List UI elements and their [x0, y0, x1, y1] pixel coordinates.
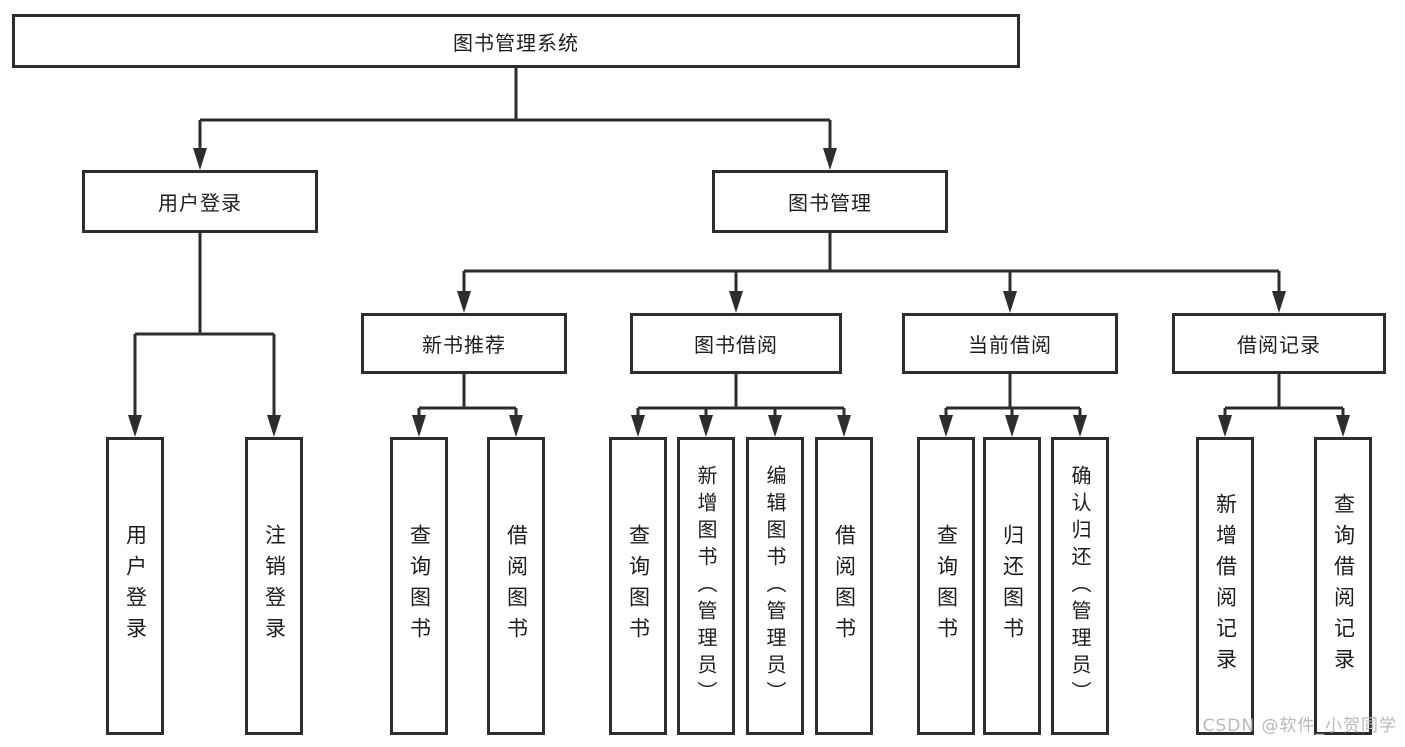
node-user-login: 用户登录: [82, 170, 318, 233]
leaf-add-borrow-record: 新增借阅记录: [1196, 437, 1254, 735]
node-book-management: 图书管理: [712, 170, 948, 233]
leaf-borrow-books-recommend-label: 借阅图书: [504, 524, 529, 648]
leaf-edit-book-admin: 编辑图书（管理员）: [746, 437, 804, 735]
leaf-query-books-borrowing-label: 查询图书: [626, 524, 651, 648]
node-current-borrowing-label: 当前借阅: [968, 333, 1052, 357]
leaf-borrow-books: 借阅图书: [815, 437, 873, 735]
leaf-user-login-label: 用户登录: [123, 524, 148, 648]
leaf-return-books-label: 归还图书: [1000, 524, 1025, 648]
leaf-confirm-return-admin: 确认归还（管理员）: [1051, 437, 1109, 735]
node-borrowing-records: 借阅记录: [1172, 313, 1386, 374]
leaf-add-borrow-record-label: 新增借阅记录: [1213, 493, 1238, 679]
leaf-return-books: 归还图书: [983, 437, 1041, 735]
leaf-borrow-books-recommend: 借阅图书: [487, 437, 545, 735]
leaf-query-borrow-record: 查询借阅记录: [1314, 437, 1372, 735]
leaf-borrow-books-label: 借阅图书: [832, 524, 857, 648]
leaf-logout: 注销登录: [245, 437, 303, 735]
leaf-query-books-recommend-label: 查询图书: [407, 524, 432, 648]
node-root: 图书管理系统: [12, 14, 1020, 68]
arrowheads: [128, 148, 1350, 437]
leaf-query-books-current: 查询图书: [917, 437, 975, 735]
node-book-borrowing: 图书借阅: [630, 313, 842, 374]
node-book-borrowing-label: 图书借阅: [694, 333, 778, 357]
leaf-add-book-admin: 新增图书（管理员）: [677, 437, 735, 735]
node-new-book-recommend: 新书推荐: [361, 313, 567, 374]
leaf-query-books-recommend: 查询图书: [390, 437, 448, 735]
leaf-query-books-current-label: 查询图书: [934, 524, 959, 648]
leaf-add-book-admin-label: 新增图书（管理员）: [694, 464, 718, 708]
leaf-logout-label: 注销登录: [262, 524, 287, 648]
tree-edges: [133, 68, 1345, 416]
node-root-label: 图书管理系统: [453, 30, 579, 55]
leaf-query-books-borrowing: 查询图书: [609, 437, 667, 735]
leaf-query-borrow-record-label: 查询借阅记录: [1331, 493, 1356, 679]
node-borrowing-records-label: 借阅记录: [1237, 333, 1321, 357]
node-book-management-label: 图书管理: [788, 191, 872, 215]
node-new-book-recommend-label: 新书推荐: [422, 333, 506, 357]
node-current-borrowing: 当前借阅: [902, 313, 1118, 374]
leaf-edit-book-admin-label: 编辑图书（管理员）: [763, 464, 787, 708]
csdn-watermark: CSDN @软件_小贺同学: [1202, 716, 1397, 736]
leaf-user-login: 用户登录: [106, 437, 164, 735]
leaf-confirm-return-admin-label: 确认归还（管理员）: [1068, 464, 1092, 708]
node-user-login-label: 用户登录: [158, 191, 242, 215]
